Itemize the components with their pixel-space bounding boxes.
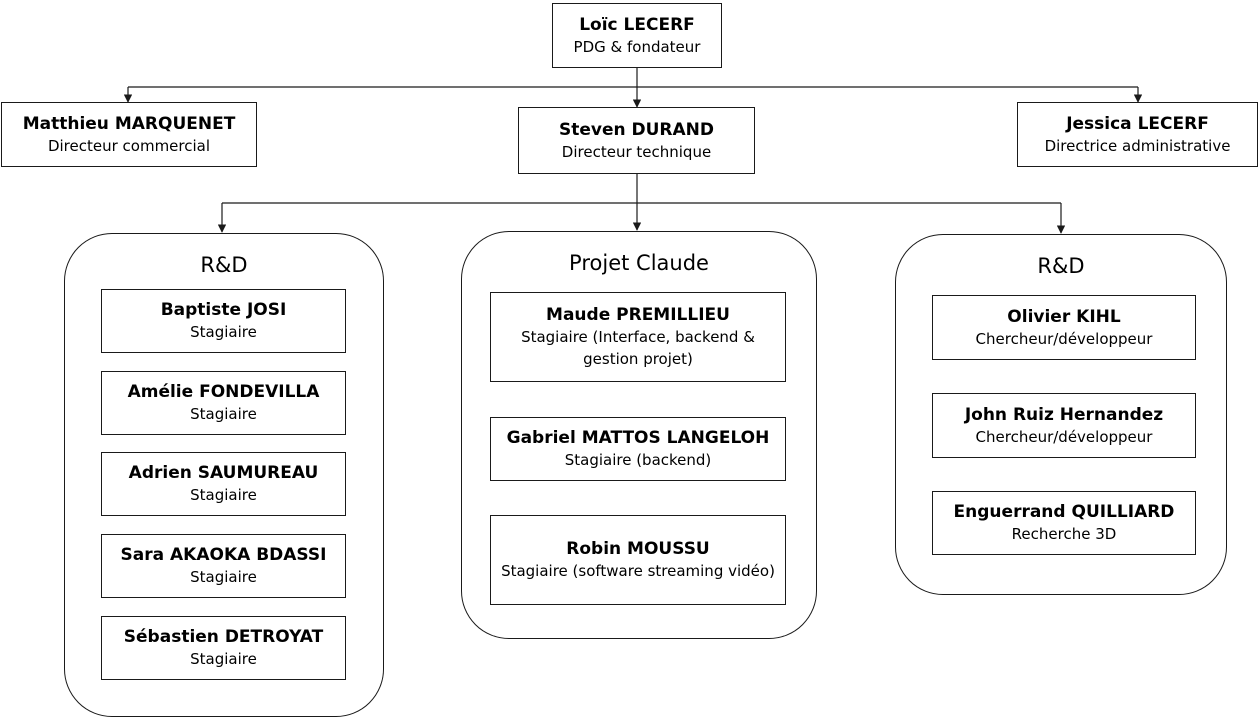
member-name: John Ruiz Hernandez bbox=[964, 404, 1164, 425]
member-name: Olivier KIHL bbox=[1007, 306, 1121, 327]
member-name: Adrien SAUMUREAU bbox=[128, 463, 319, 483]
member-role: Stagiaire (Interface, backend & gestion … bbox=[521, 328, 755, 368]
technical-director-name: Steven DURAND bbox=[558, 119, 715, 140]
group-title: Projet Claude bbox=[569, 251, 709, 275]
member-role: Stagiaire bbox=[190, 405, 257, 423]
member-role: Stagiaire bbox=[190, 650, 257, 668]
member-role: Recherche 3D bbox=[1011, 525, 1117, 543]
member-name: Robin MOUSSU bbox=[566, 539, 710, 559]
member-name: Sara AKAOKA BDASSI bbox=[120, 545, 327, 565]
commercial-director-name: Matthieu MARQUENET bbox=[22, 113, 236, 134]
member-box: John Ruiz Hernandez Chercheur/développeu… bbox=[932, 393, 1196, 458]
member-box: Robin MOUSSU Stagiaire (software streami… bbox=[490, 515, 786, 605]
member-box: Adrien SAUMUREAU Stagiaire bbox=[101, 452, 346, 516]
technical-director-role: Directeur technique bbox=[561, 142, 712, 161]
administrative-director-name: Jessica LECERF bbox=[1066, 113, 1209, 134]
commercial-director-box: Matthieu MARQUENET Directeur commercial bbox=[1, 102, 257, 167]
group-title: R&D bbox=[200, 253, 248, 277]
administrative-director-box: Jessica LECERF Directrice administrative bbox=[1017, 102, 1258, 167]
member-box: Sébastien DETROYAT Stagiaire bbox=[101, 616, 346, 680]
member-box: Sara AKAOKA BDASSI Stagiaire bbox=[101, 534, 346, 598]
member-name: Maude PREMILLIEU bbox=[546, 305, 730, 325]
member-role: Stagiaire bbox=[190, 486, 257, 504]
member-box: Maude PREMILLIEU Stagiaire (Interface, b… bbox=[490, 292, 786, 382]
member-name: Sébastien DETROYAT bbox=[123, 627, 324, 647]
administrative-director-role: Directrice administrative bbox=[1044, 136, 1231, 155]
member-box: Enguerrand QUILLIARD Recherche 3D bbox=[932, 491, 1196, 555]
ceo-box: Loïc LECERF PDG & fondateur bbox=[552, 3, 722, 68]
member-box: Gabriel MATTOS LANGELOH Stagiaire (backe… bbox=[490, 417, 786, 481]
member-role: Stagiaire bbox=[190, 323, 257, 341]
member-name: Enguerrand QUILLIARD bbox=[953, 502, 1175, 522]
group-title: R&D bbox=[1037, 254, 1085, 278]
member-name: Gabriel MATTOS LANGELOH bbox=[506, 428, 770, 448]
member-role: Stagiaire bbox=[190, 568, 257, 586]
ceo-role: PDG & fondateur bbox=[573, 37, 701, 56]
technical-director-box: Steven DURAND Directeur technique bbox=[518, 107, 755, 174]
member-role: Chercheur/développeur bbox=[975, 329, 1153, 348]
member-box: Amélie FONDEVILLA Stagiaire bbox=[101, 371, 346, 435]
member-box: Olivier KIHL Chercheur/développeur bbox=[932, 295, 1196, 360]
member-role: Chercheur/développeur bbox=[975, 427, 1153, 446]
member-box: Baptiste JOSI Stagiaire bbox=[101, 289, 346, 353]
member-name: Baptiste JOSI bbox=[160, 300, 287, 320]
member-role: Stagiaire (software streaming vidéo) bbox=[501, 562, 775, 580]
ceo-name: Loïc LECERF bbox=[579, 14, 695, 35]
member-name: Amélie FONDEVILLA bbox=[127, 382, 320, 402]
member-role: Stagiaire (backend) bbox=[564, 451, 712, 469]
commercial-director-role: Directeur commercial bbox=[47, 136, 211, 155]
